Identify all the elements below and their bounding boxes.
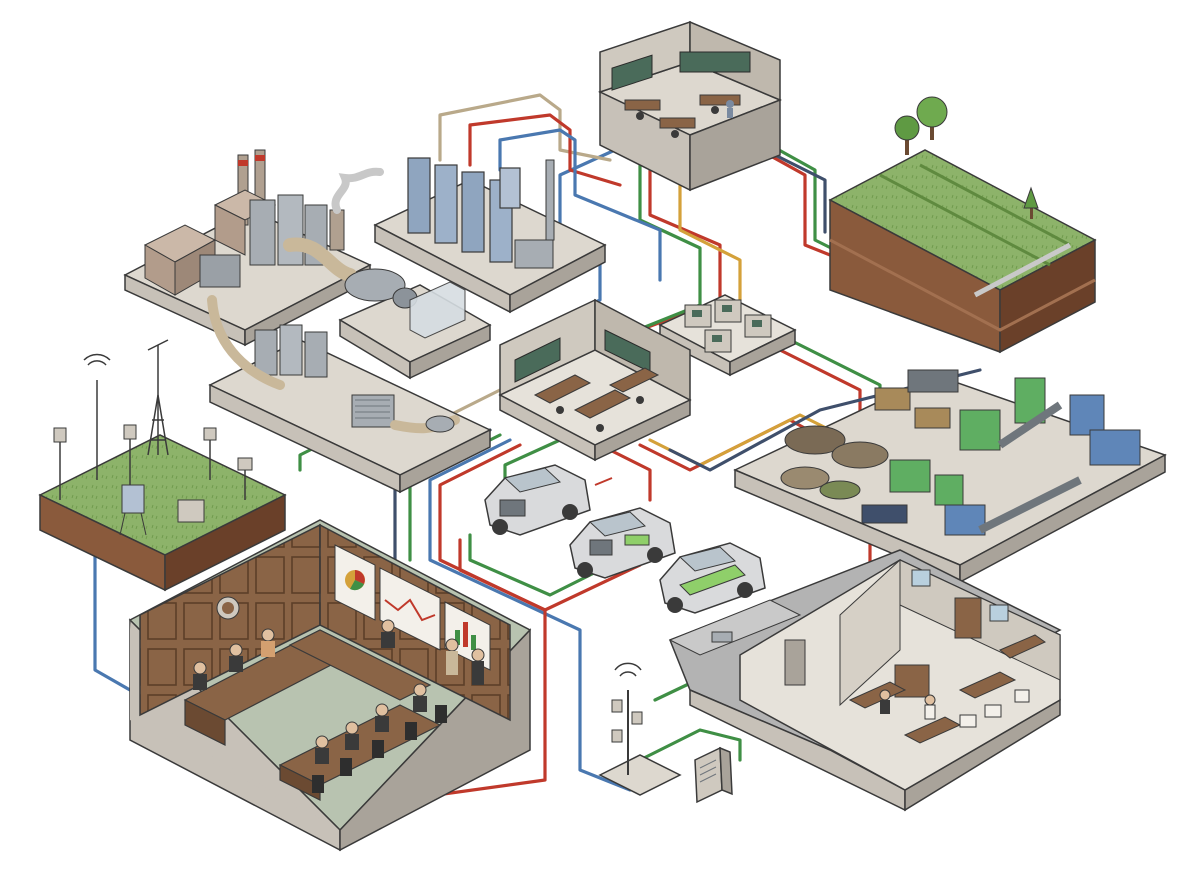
- cooling-towers[interactable]: [373, 157, 607, 314]
- line-red-monitoring-cars: [608, 448, 652, 502]
- line-green-control-monitoring: [623, 158, 702, 337]
- cubicle-office[interactable]: [658, 294, 797, 377]
- car-engine-icon: [484, 464, 591, 536]
- file-stack-icon: [959, 689, 1030, 728]
- filter-station[interactable]: [207, 295, 492, 494]
- wall-screen-icon: [679, 51, 751, 73]
- exhaust-treatment[interactable]: [338, 268, 492, 380]
- boardroom[interactable]: [128, 519, 532, 852]
- terrace-step: [879, 163, 1071, 267]
- conveyor-belt-icon: [997, 401, 1063, 449]
- exhaust-pipe-icon: [207, 295, 285, 390]
- line-green-control-terrace: [768, 143, 837, 252]
- meter-box-icon: [711, 631, 733, 643]
- office-chair-icon: [556, 396, 644, 432]
- presentation-chart-icon: [334, 544, 491, 671]
- tree-icon: [894, 96, 1039, 219]
- car-hybrid-icon: [569, 507, 676, 579]
- bookshelf-icon: [894, 597, 982, 698]
- bin-icon: [874, 369, 959, 429]
- office-chair-icon: [312, 705, 447, 793]
- line-blue-monitoring-boardroom: [428, 438, 632, 792]
- line-navy-control-terrace: [773, 153, 827, 234]
- line-red-car-loop: [458, 538, 642, 612]
- heat-exchanger-icon: [351, 394, 395, 428]
- window-icon: [911, 569, 931, 587]
- factory-complex[interactable]: [123, 149, 384, 347]
- sorting-machine-icon: [889, 377, 1141, 536]
- workstation-icon: [533, 367, 660, 419]
- office-wall: [839, 558, 901, 707]
- muffler-icon: [425, 415, 455, 433]
- office-chair-icon: [636, 106, 719, 138]
- antenna-mast-icon: [83, 339, 169, 480]
- wifi-signal-icon: [614, 662, 642, 677]
- sensor-module-icon: [611, 699, 643, 743]
- conveyor-belt-icon: [978, 476, 1082, 534]
- line-blue-weather-boardroom: [93, 533, 132, 692]
- recycling-plant[interactable]: [733, 369, 1167, 584]
- line-green-monitoring-cars: [503, 438, 562, 482]
- person-icon: [193, 619, 485, 764]
- electric-car-icon: [659, 542, 766, 614]
- drainage-pipe-icon: [973, 242, 1072, 298]
- line-green-antenna-office: [638, 728, 742, 762]
- weather-sensor-icon: [53, 424, 253, 500]
- desk-icon: [624, 94, 741, 129]
- vent-grille-icon: [699, 759, 717, 783]
- water-tank-icon: [119, 484, 147, 536]
- weather-station[interactable]: [38, 339, 287, 592]
- filter-unit-icon: [254, 324, 328, 378]
- pump-unit-icon: [514, 159, 555, 269]
- wall-screen-icon: [611, 54, 653, 91]
- line-blue-tower-control: [498, 128, 662, 282]
- walkway: [668, 599, 802, 656]
- line-red-control-terrace: [758, 148, 832, 257]
- glass-tank-icon: [409, 281, 466, 339]
- chimney-smoke-icon: [329, 167, 384, 251]
- wall-seal-icon: [216, 596, 240, 620]
- control-panel-icon: [861, 504, 908, 524]
- soil-layer: [829, 238, 1096, 332]
- factory-building-icon: [143, 189, 277, 296]
- computer-monitor-icon: [692, 305, 762, 342]
- window-icon: [989, 604, 1009, 622]
- terraced-land[interactable]: [828, 96, 1097, 354]
- antenna-sensor[interactable]: [598, 662, 682, 796]
- line-red-tower-control: [468, 113, 622, 187]
- arrow-icon: [594, 477, 613, 486]
- utility-box[interactable]: [694, 746, 733, 804]
- door-icon: [784, 639, 806, 686]
- desk-icon: [848, 634, 1047, 744]
- monitoring-room[interactable]: [498, 298, 692, 462]
- conference-table-icon: [183, 629, 442, 801]
- person-icon: [879, 689, 936, 720]
- control-room[interactable]: [598, 20, 782, 192]
- admin-office[interactable]: [668, 549, 1062, 812]
- vehicle-lineup[interactable]: [484, 464, 766, 614]
- line-orange-control-cubicle: [678, 158, 742, 302]
- machine-unit-icon: [199, 254, 241, 288]
- person-icon: [726, 100, 734, 118]
- line-beige-tower-control: [438, 93, 612, 162]
- cooling-tower-icon: [407, 157, 521, 263]
- exhaust-duct-icon: [283, 237, 357, 282]
- control-box-icon: [177, 499, 205, 523]
- waste-pile-icon: [780, 425, 889, 500]
